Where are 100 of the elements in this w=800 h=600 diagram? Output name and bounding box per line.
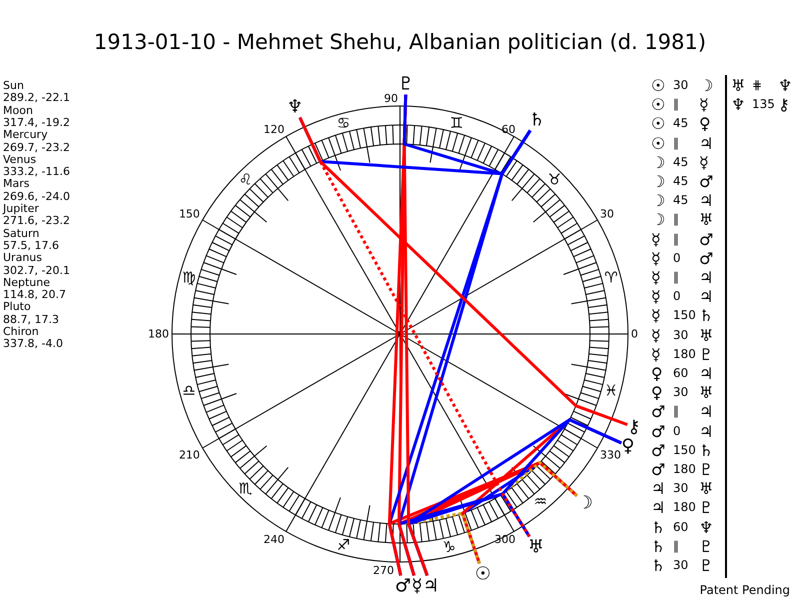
- planet-symbol: ♀: [651, 383, 663, 402]
- planet-symbol: ♆: [731, 95, 746, 114]
- planet-symbol: ♂: [651, 422, 666, 441]
- chart-title: 1913-01-10 - Mehmet Shehu, Albanian politician (d. 1981): [94, 30, 706, 54]
- planet-symbol: ♇: [398, 74, 414, 94]
- aspect-symbol: 45: [673, 192, 688, 210]
- planet-symbol: ☿: [699, 95, 709, 114]
- planet-name: Moon: [3, 104, 33, 117]
- planet-symbol: ♇: [699, 460, 714, 479]
- planet-symbol: ☽: [699, 76, 714, 95]
- planet-name: Pluto: [3, 301, 31, 314]
- aspect-symbol: 180: [673, 346, 696, 363]
- aspect-symbol: 45: [673, 154, 688, 171]
- aspect-symbol: 0: [673, 422, 681, 440]
- planet-symbol: ♄: [651, 518, 666, 537]
- planet-symbol: ☿: [651, 230, 661, 249]
- planet-symbol: ☿: [411, 576, 423, 596]
- planet-symbol: ☉: [651, 134, 666, 153]
- position-values: 88.7, 17.3: [3, 314, 59, 326]
- planet-name: Jupiter: [3, 203, 39, 215]
- planet-symbol: ♅: [699, 210, 714, 230]
- aspect-symbol: 30: [673, 77, 688, 94]
- degree-label: 270: [373, 564, 394, 577]
- position-values: 289.2, -22.1: [3, 92, 70, 104]
- planet-symbol: ♂: [699, 248, 714, 268]
- planet-name: Neptune: [3, 276, 50, 289]
- aspect-symbol: 30: [673, 557, 688, 574]
- aspect-symbol: 135: [752, 96, 775, 114]
- planet-name: Uranus: [3, 252, 42, 264]
- aspect-symbol: 150: [673, 307, 696, 324]
- planet-name: Mars: [3, 178, 30, 190]
- planet-symbol: ♂: [699, 230, 714, 249]
- planet-symbol: ☿: [651, 326, 661, 345]
- planet-symbol: ☽: [651, 191, 666, 210]
- position-values: 114.8, 20.7: [3, 289, 66, 302]
- planet-symbol: ♂: [651, 402, 666, 422]
- planet-symbol: ♂: [651, 440, 666, 460]
- aspect-symbol: 0: [673, 288, 681, 306]
- aspect-symbol: ∥: [673, 211, 679, 228]
- degree-label: 0: [631, 328, 638, 340]
- planet-symbol: ♂: [651, 460, 666, 479]
- planet-symbol: ♃: [699, 402, 714, 422]
- planet-name: Venus: [3, 154, 36, 166]
- aspect-symbol: 30: [673, 480, 688, 498]
- planet-symbol: ♄: [651, 536, 666, 556]
- aspect-symbol: 150: [673, 442, 696, 459]
- aspect-symbol: ∥: [673, 134, 679, 152]
- planet-symbol: ♇: [699, 498, 714, 518]
- planet-name: Sun: [3, 80, 24, 92]
- position-values: 269.7, -23.2: [3, 142, 70, 154]
- planet-symbol: ☉: [651, 95, 666, 114]
- position-values: 337.8, -4.0: [3, 338, 63, 350]
- planet-symbol: ♀: [651, 364, 663, 383]
- planet-symbol: ☉: [651, 114, 666, 134]
- aspect-symbol: 180: [673, 499, 696, 516]
- planet-symbol: ♃: [699, 134, 714, 153]
- planet-name: Chiron: [3, 326, 39, 338]
- planet-symbol: ☿: [651, 268, 661, 287]
- planet-symbol: ♄: [699, 306, 714, 326]
- planet-symbol: ♅: [699, 479, 714, 498]
- aspect-symbol: 45: [673, 115, 688, 132]
- planet-symbol: ♇: [699, 556, 714, 575]
- planet-symbol: ♃: [699, 268, 714, 287]
- aspect-symbol: 30: [673, 326, 688, 344]
- planet-symbol: ♂: [699, 172, 714, 191]
- planet-symbol: ♇: [699, 536, 714, 556]
- planet-symbol: ♅: [699, 383, 714, 402]
- planet-symbol: ☿: [651, 248, 661, 268]
- degree-label: 180: [148, 328, 169, 340]
- planet-symbol: ♅: [731, 76, 746, 95]
- planet-symbol: ☽: [651, 210, 666, 230]
- planet-symbol: ☿: [699, 152, 709, 172]
- planet-symbol: ☉: [474, 564, 492, 584]
- position-values: 269.6, -24.0: [3, 190, 70, 203]
- aspect-symbol: ∥: [673, 403, 679, 420]
- planet-symbol: ⚷: [778, 95, 790, 114]
- position-values: 57.5, 17.6: [3, 240, 59, 252]
- aspect-symbol: ∥: [673, 269, 679, 286]
- planet-symbol: ☿: [651, 287, 661, 306]
- planet-symbol: ♃: [699, 422, 714, 441]
- position-values: 333.2, -11.6: [3, 166, 70, 178]
- aspect-symbol: 45: [673, 173, 688, 190]
- planet-symbol: ♅: [699, 326, 714, 345]
- planet-symbol: ♂: [394, 576, 412, 596]
- planet-symbol: ☽: [651, 152, 666, 172]
- aspect-symbol: ∥: [673, 230, 679, 248]
- planet-symbol: ☉: [651, 76, 666, 95]
- planet-symbol: ♃: [651, 479, 666, 498]
- aspect-symbol: 180: [673, 461, 696, 478]
- aspect-symbol: ∥: [673, 96, 679, 114]
- position-values: 317.4, -19.2: [3, 116, 70, 129]
- position-values: 271.6, -23.2: [3, 215, 70, 228]
- planet-symbol: ♆: [778, 76, 792, 95]
- aspect-symbol: 30: [673, 384, 688, 402]
- planet-symbol: ♄: [651, 556, 666, 575]
- planet-symbol: ♃: [699, 287, 714, 306]
- planet-symbol: ♀: [699, 114, 711, 134]
- planet-symbol: ♃: [699, 364, 714, 383]
- aspect-symbol: 60: [673, 518, 688, 536]
- aspect-symbol: ∥: [673, 538, 679, 555]
